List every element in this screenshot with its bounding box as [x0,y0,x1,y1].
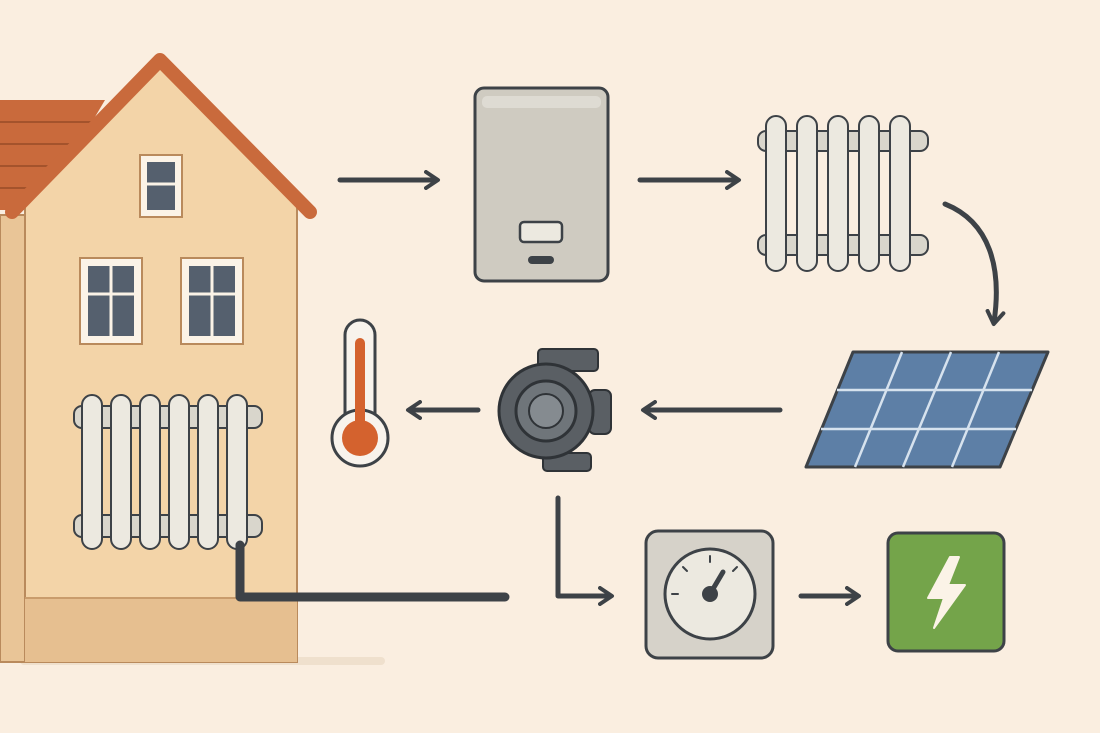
window-right [180,257,244,345]
flow-arrows [337,170,1006,606]
neighbor-roof [0,100,105,210]
house-icon [0,53,385,665]
arrow-radiator-to-solar [942,201,1006,326]
lightning-bolt-icon [886,531,1006,653]
house-radiator [73,394,263,550]
attic-window [139,154,183,218]
radiator-icon [757,115,929,272]
gauge-meter-icon [644,529,775,660]
arrow-pump-to-meter [555,495,614,606]
thermometer-icon [330,318,390,468]
boiler-icon [473,86,610,283]
solar-panel-icon [804,350,1050,469]
window-left [79,257,143,345]
circulation-pump-icon [497,348,612,472]
house-pipe [235,540,510,602]
